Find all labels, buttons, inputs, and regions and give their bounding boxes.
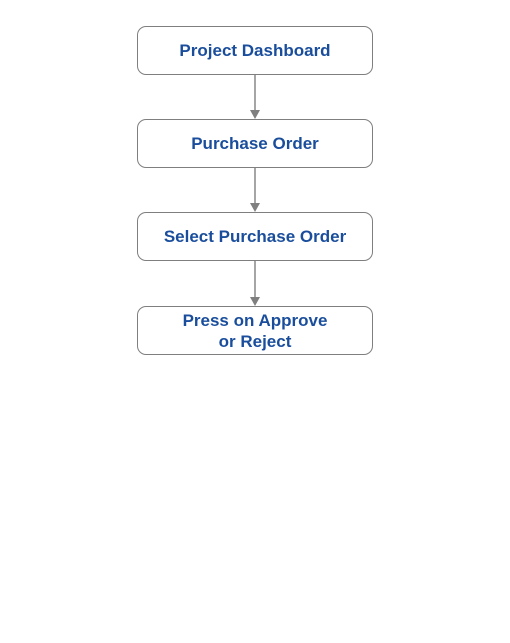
arrowhead-3-to-4-icon — [250, 297, 260, 306]
step-project-dashboard: Project Dashboard — [137, 26, 373, 75]
step-approve-or-reject: Press on Approve or Reject — [137, 306, 373, 355]
step-label: Select Purchase Order — [163, 227, 347, 246]
step-purchase-order: Purchase Order — [137, 119, 373, 168]
step-label: Project Dashboard — [179, 41, 331, 60]
step-select-purchase-order: Select Purchase Order — [137, 212, 373, 261]
step-label: Press on Approve or Reject — [182, 310, 328, 351]
arrowhead-2-to-3-icon — [250, 203, 260, 212]
arrowhead-1-to-2-icon — [250, 110, 260, 119]
step-label: Purchase Order — [191, 134, 319, 153]
